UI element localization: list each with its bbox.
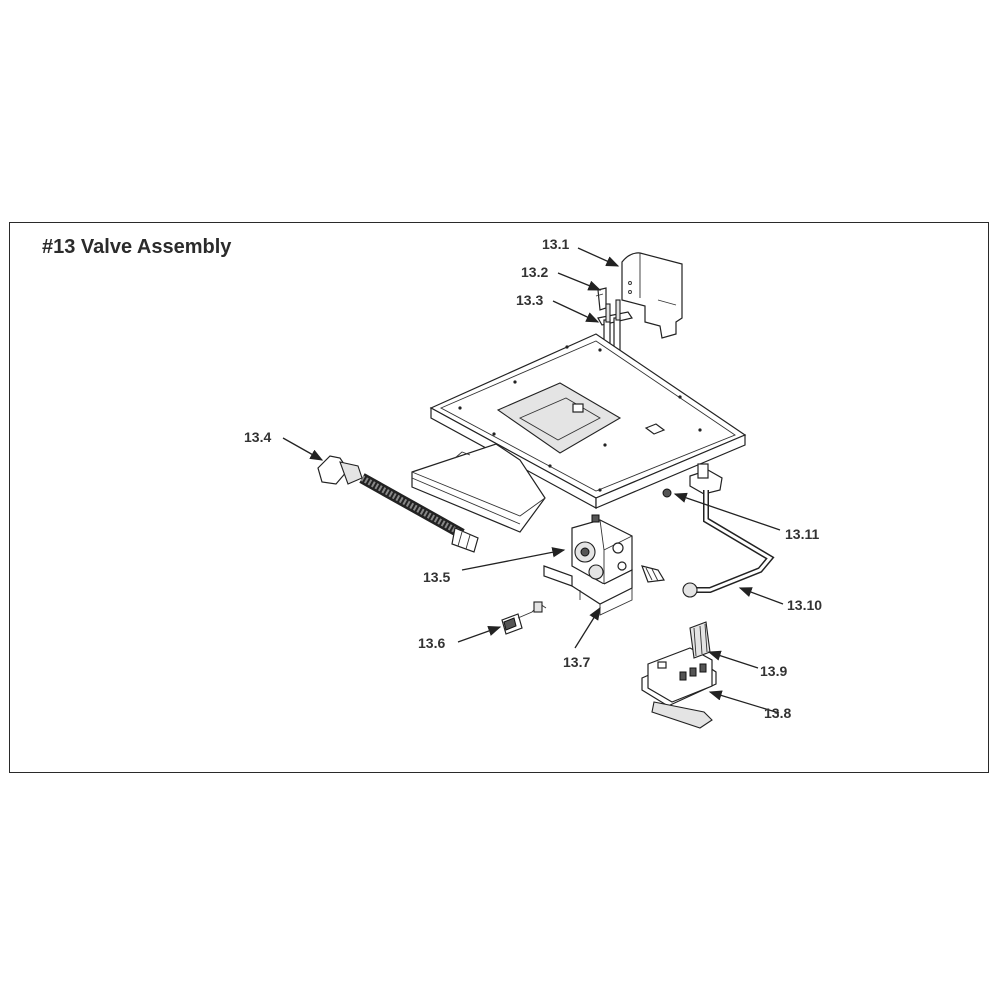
callout-13-9: 13.9 [760,663,787,679]
callout-leaders [282,247,784,714]
callout-13-10: 13.10 [787,597,822,613]
callout-13-5: 13.5 [423,569,450,585]
part-13-1-shield [621,252,683,339]
part-13-10-pilot-tube [682,463,775,598]
part-13-7-valve-bracket [543,565,633,616]
part-13-6-connector [501,601,547,635]
callout-13-2: 13.2 [521,264,548,280]
diagram-title: #13 Valve Assembly [42,236,232,258]
callout-labels: 13.1 13.2 13.3 13.4 13.5 13.6 13.7 13.8 … [244,236,822,721]
part-13-9-module-board [647,621,713,703]
part-13-2-pilot-hood [595,287,607,311]
callout-13-4: 13.4 [244,429,271,445]
part-13-11-fitting [662,488,672,498]
callout-13-6: 13.6 [418,635,445,651]
callout-13-3: 13.3 [516,292,543,308]
lower-tray [411,443,546,533]
callout-13-11: 13.11 [785,526,819,542]
callout-13-7: 13.7 [563,654,590,670]
callout-13-8: 13.8 [764,705,791,721]
callout-13-1: 13.1 [542,236,569,252]
part-13-5-gas-valve [571,514,665,585]
part-13-4-flex-line [317,455,479,553]
